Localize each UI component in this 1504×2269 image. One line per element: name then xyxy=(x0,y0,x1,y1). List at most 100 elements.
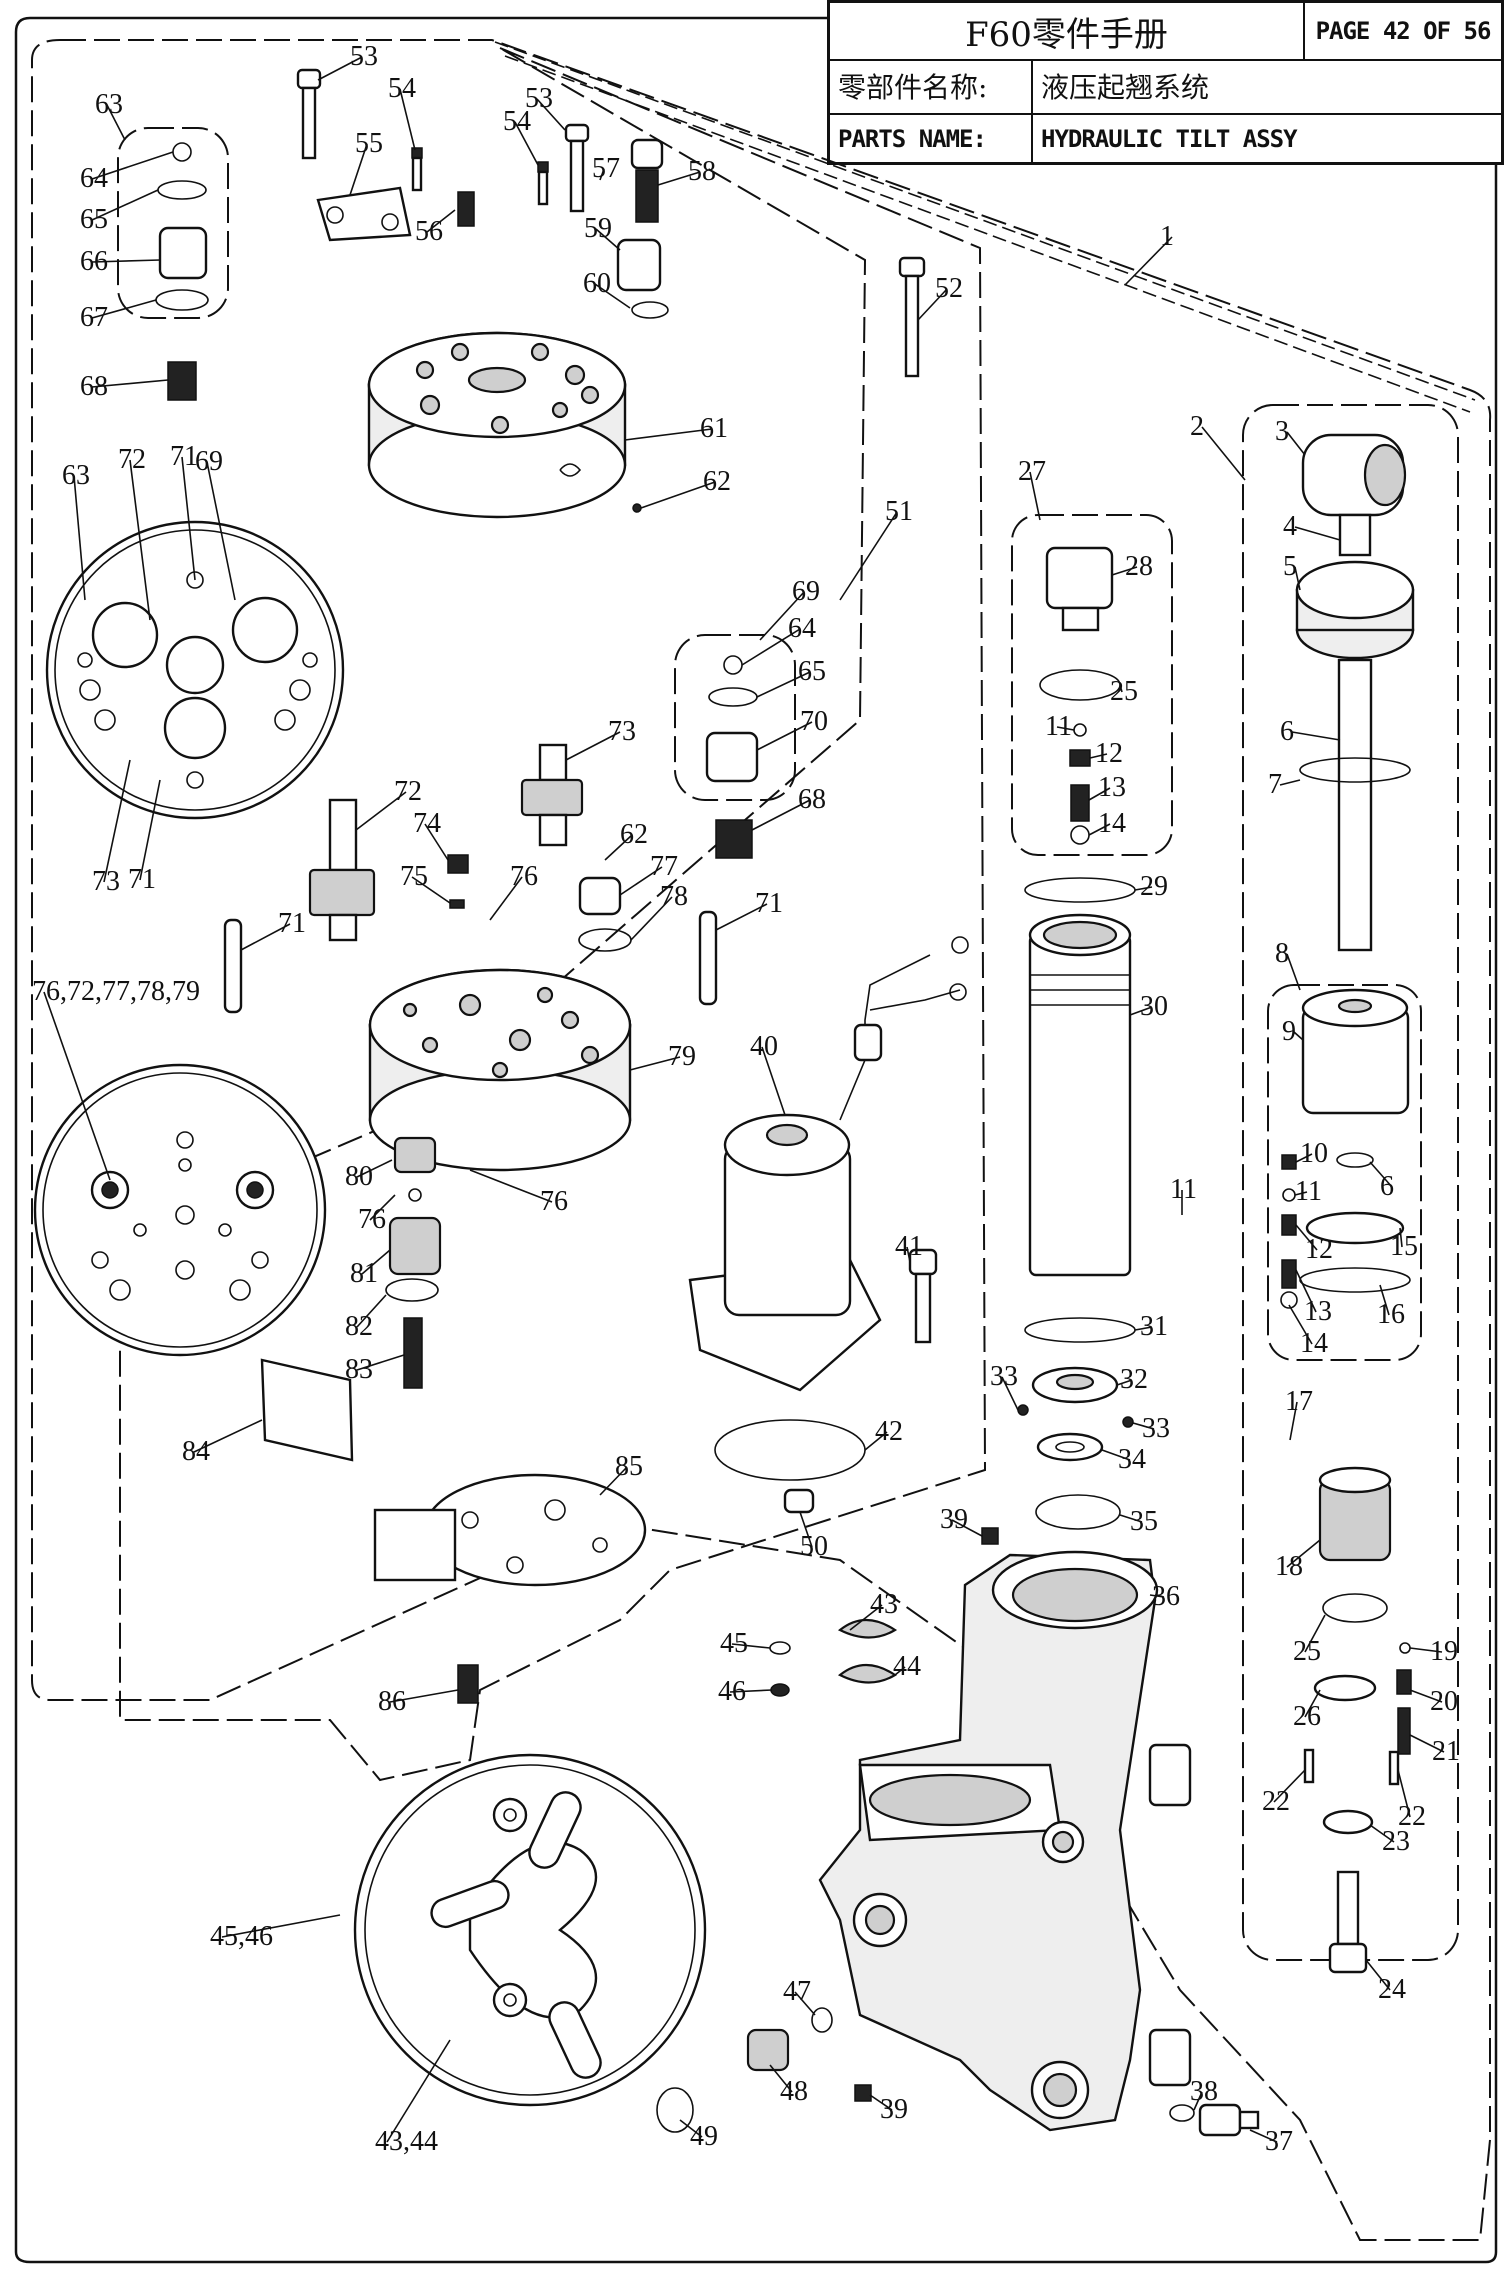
bolt-53-left xyxy=(296,68,322,160)
leader-line-c53a xyxy=(317,56,363,81)
leader-line-c39a xyxy=(951,1519,983,1537)
leader-line-c16 xyxy=(1379,1284,1390,1316)
leader-line-c5 xyxy=(1294,566,1301,591)
leader-line-c51 xyxy=(839,511,898,601)
callout-c85: 85 xyxy=(615,1451,643,1482)
valve-plate-61 xyxy=(367,331,627,519)
leader-line-c21 xyxy=(1409,1734,1445,1753)
leader-line-c72b xyxy=(355,791,407,831)
leader-line-c13b xyxy=(1088,787,1111,801)
leader-line-c31 xyxy=(1134,1326,1153,1331)
callout-c76b: 76 xyxy=(540,1186,568,1217)
filter-84 xyxy=(260,1358,354,1462)
callout-c81: 81 xyxy=(350,1258,378,1289)
callout-c23: 23 xyxy=(1382,1826,1410,1857)
callout-c73b: 73 xyxy=(608,716,636,747)
leader-line-c14b xyxy=(1088,823,1111,836)
callout-c76c: 76 xyxy=(358,1204,386,1235)
leader-line-c68b xyxy=(751,799,811,831)
leader-line-c74 xyxy=(424,823,449,861)
leader-line-c67 xyxy=(91,299,157,319)
callout-c14a: 14 xyxy=(1300,1328,1328,1359)
title-block: F60零件手册 PAGE 42 OF 56 零部件名称: 液压起翘系统 PART… xyxy=(827,0,1504,165)
callout-c6a: 6 xyxy=(1280,716,1294,747)
oring-78 xyxy=(578,928,632,952)
leader-line-c33a xyxy=(1001,1376,1019,1411)
callout-c46: 46 xyxy=(718,1676,746,1707)
callout-c15: 15 xyxy=(1390,1231,1418,1262)
callout-c79: 79 xyxy=(668,1041,696,1072)
callout-c76a: 76 xyxy=(510,861,538,892)
callout-c13a: 13 xyxy=(1304,1296,1332,1327)
callout-c4: 4 xyxy=(1283,511,1297,542)
leader-line-c24 xyxy=(1365,1959,1391,1991)
leader-line-c8 xyxy=(1286,953,1301,991)
callout-c22b: 22 xyxy=(1398,1801,1426,1832)
callout-c14b: 14 xyxy=(1098,808,1126,839)
leader-line-c9 xyxy=(1293,1031,1304,1041)
leader-line-c61 xyxy=(624,428,713,441)
callout-c68a: 68 xyxy=(80,371,108,402)
callout-c52: 52 xyxy=(935,273,963,304)
valve-19-21 xyxy=(1396,1642,1412,1755)
group-box-63 xyxy=(117,127,229,319)
callout-c64b: 64 xyxy=(788,613,816,644)
callout-c21: 21 xyxy=(1432,1736,1460,1767)
orings-25-26 xyxy=(1313,1593,1388,1702)
offset-line xyxy=(504,55,1471,413)
callout-c11b: 11 xyxy=(1045,711,1072,742)
leader-line-c37 xyxy=(1249,2129,1278,2143)
leader-line-c6b xyxy=(1369,1161,1393,1188)
leader-line-c79 xyxy=(629,1056,681,1071)
callout-c11c: 11 xyxy=(1170,1174,1197,1205)
callout-c51: 51 xyxy=(885,496,913,527)
leader-line-cgrp2 xyxy=(221,1914,341,1938)
callout-cgrp1: 76,72,77,78,79 xyxy=(32,976,200,1007)
parts-name-label-en: PARTS NAME: xyxy=(830,113,1033,165)
callout-c10: 10 xyxy=(1300,1138,1328,1169)
piston-rod xyxy=(1337,658,1373,952)
callout-c71d: 71 xyxy=(755,888,783,919)
leader-line-c6a xyxy=(1291,731,1341,741)
leader-line-c44 xyxy=(894,1666,906,1676)
end-plate-85 xyxy=(373,1473,647,1587)
callout-c58: 58 xyxy=(688,156,716,187)
callout-c60: 60 xyxy=(583,268,611,299)
leader-line-c84 xyxy=(193,1419,263,1453)
group-box-69 xyxy=(674,634,796,801)
leader-line-c22a xyxy=(1273,1769,1306,1803)
gland-18 xyxy=(1318,1466,1392,1562)
callout-c70: 70 xyxy=(800,706,828,737)
parts-name-value-cn: 液压起翘系统 xyxy=(1041,71,1210,104)
bolt-53-right xyxy=(564,123,590,213)
bolt-52 xyxy=(898,256,926,378)
page-number: PAGE 42 OF 56 xyxy=(1315,17,1492,45)
callout-c53b: 53 xyxy=(525,83,553,114)
leader-line-c64a xyxy=(91,151,174,180)
screw-54-right xyxy=(537,161,549,206)
leader-line-c13a xyxy=(1295,1269,1317,1313)
callout-c71b: 71 xyxy=(128,864,156,895)
leader-line-c46 xyxy=(729,1689,773,1693)
callout-c29: 29 xyxy=(1140,871,1168,902)
callout-c54b: 54 xyxy=(503,106,531,137)
callout-c86: 86 xyxy=(378,1686,406,1717)
callout-c32: 32 xyxy=(1120,1364,1148,1395)
leader-line-c26 xyxy=(1304,1689,1321,1718)
callout-c3: 3 xyxy=(1275,416,1289,447)
leader-line-c73a xyxy=(103,759,131,883)
parts-name-value-en: HYDRAULIC TILT ASSY xyxy=(1041,125,1298,153)
group-box-8 xyxy=(1267,984,1422,1361)
callout-c62b: 62 xyxy=(620,819,648,850)
callout-c42: 42 xyxy=(875,1416,903,1447)
leader-line-c28 xyxy=(1111,566,1138,576)
orings-15-16 xyxy=(1299,1152,1411,1293)
callout-c5: 5 xyxy=(1283,551,1297,582)
callout-c24: 24 xyxy=(1378,1974,1406,2005)
callout-c69b: 69 xyxy=(792,576,820,607)
callout-c20: 20 xyxy=(1430,1686,1458,1717)
leader-line-c3 xyxy=(1286,431,1306,456)
callout-c77: 77 xyxy=(650,851,678,882)
ring-29 xyxy=(1024,877,1136,903)
leader-line-c22b xyxy=(1397,1769,1411,1818)
